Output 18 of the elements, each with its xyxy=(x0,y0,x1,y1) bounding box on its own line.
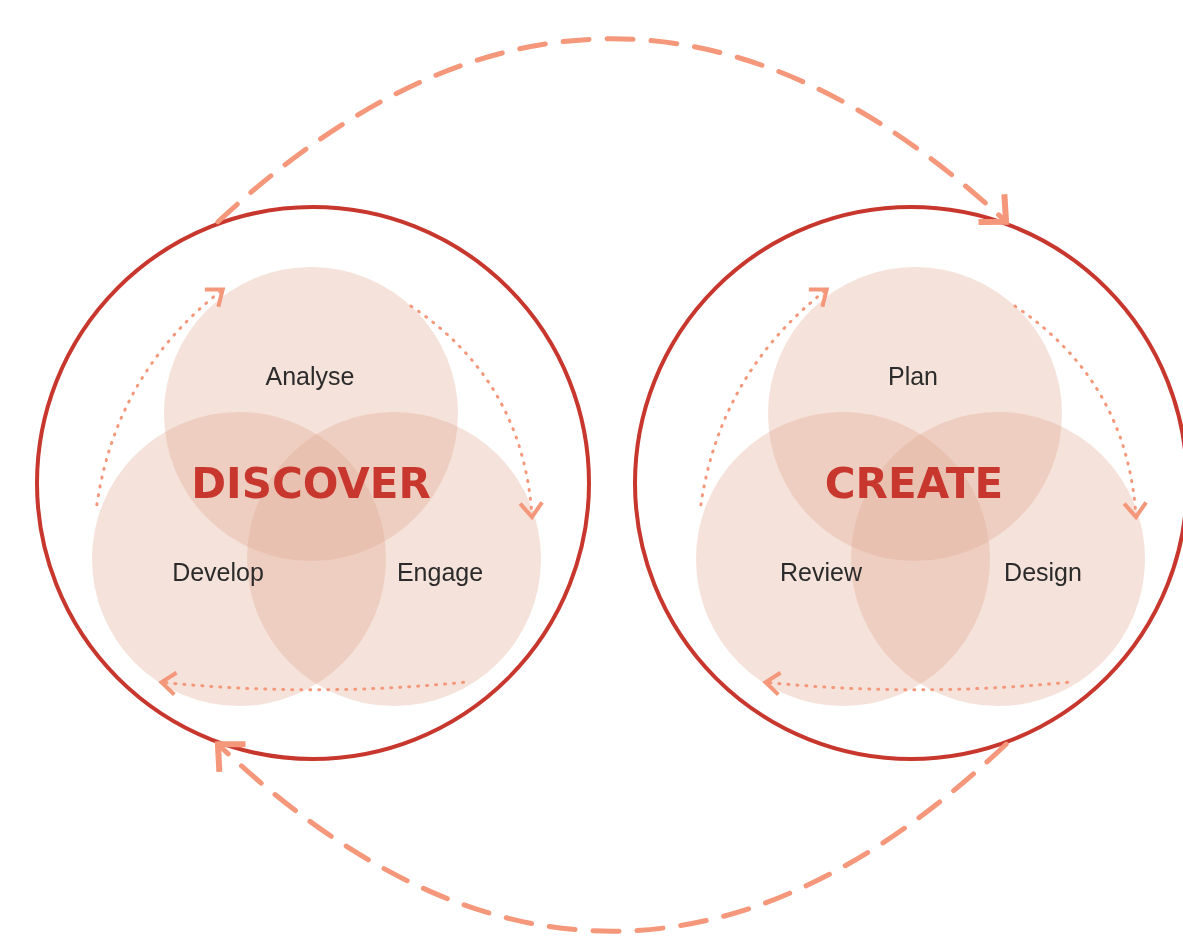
cycle-arrow xyxy=(214,740,1009,934)
cycle-arrow xyxy=(215,36,1010,227)
dotted-arrow xyxy=(159,670,465,697)
phase-label: Analyse xyxy=(265,361,355,391)
phase-label: Plan xyxy=(888,361,938,391)
cycle-circle xyxy=(633,205,1183,761)
dotted-arrow xyxy=(699,287,829,507)
phase-label: Develop xyxy=(172,557,264,587)
cycle-title: CREATE xyxy=(824,458,1004,508)
phase-label: Engage xyxy=(396,557,484,587)
dotted-arrow xyxy=(409,304,544,519)
cycle-circle xyxy=(35,205,591,761)
dotted-arrow xyxy=(763,670,1069,697)
phase-label: Review xyxy=(780,557,862,587)
dotted-arrow xyxy=(95,287,225,507)
dotted-arrow xyxy=(1013,304,1148,519)
phase-label: Design xyxy=(1004,557,1082,587)
cycle-title: DISCOVER xyxy=(191,458,431,508)
